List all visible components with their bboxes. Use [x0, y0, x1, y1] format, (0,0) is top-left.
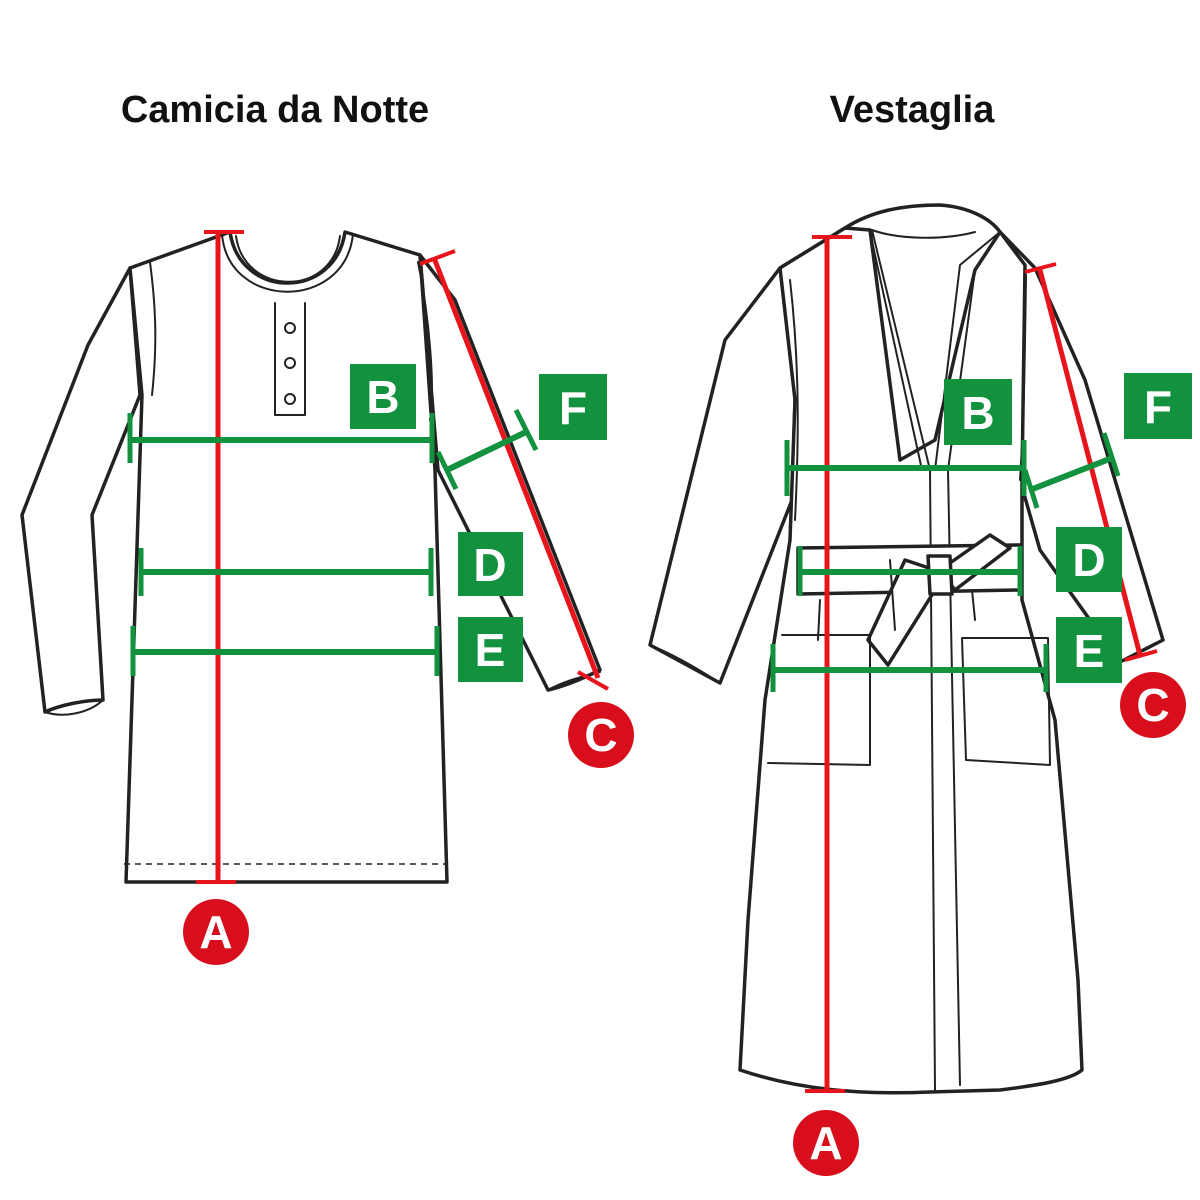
label-e-text: E: [475, 624, 506, 676]
label-a-text: A: [199, 906, 232, 958]
label-c-text: C: [1136, 679, 1169, 731]
nightgown-title: Camicia da Notte: [121, 89, 429, 131]
measure-c-line: [1037, 269, 1143, 656]
robe-seam-right: [1019, 274, 1027, 481]
label-d-text: D: [473, 539, 506, 591]
robe-lapel-edge: [869, 231, 923, 471]
nightgown-seam-right: [417, 261, 433, 421]
measure-f-cap-right: [1101, 432, 1121, 477]
robe-neck: [871, 229, 976, 239]
nightgown-seam-left: [149, 261, 157, 396]
robe-pocket-right: [961, 637, 1051, 766]
label-a-badge: A: [793, 1110, 859, 1176]
measure-c-cap-bottom: [1124, 649, 1158, 662]
button-icon: [284, 357, 296, 369]
nightgown-left-sleeve: [20, 266, 142, 714]
robe-lapel-right: [934, 231, 1001, 471]
robe-lapel-left: [844, 227, 936, 1091]
label-a-text: A: [809, 1117, 842, 1169]
measure-c-cap-top: [1024, 262, 1057, 274]
label-d-badge: D: [1056, 527, 1122, 592]
robe-collar: [843, 203, 1002, 462]
measure-f-line: [1028, 455, 1114, 493]
measure-f-cap-right: [513, 408, 539, 452]
label-c-badge: C: [1120, 672, 1186, 738]
robe-figure: Vestaglia: [648, 89, 1192, 1176]
measure-c-line: [431, 257, 601, 679]
label-e-badge: E: [458, 617, 523, 682]
nightgown-placket: [274, 302, 306, 416]
button-icon: [284, 393, 296, 405]
label-c-text: C: [584, 709, 617, 761]
label-b-text: B: [366, 371, 399, 423]
measure-f-line: [445, 429, 528, 473]
label-b-badge: B: [350, 364, 416, 429]
label-e-text: E: [1074, 625, 1105, 677]
nightgown-figure: Camicia da Notte: [20, 89, 634, 965]
nightgown-collar-inner: [235, 235, 341, 283]
robe-cuff-left: [649, 644, 721, 684]
label-b-text: B: [961, 387, 994, 439]
button-icon: [284, 322, 296, 334]
robe-seam-left: [789, 279, 799, 521]
measure-f-cap-left: [435, 450, 459, 491]
nightgown-cuff-left: [44, 699, 104, 716]
robe-title: Vestaglia: [830, 89, 996, 131]
label-f-text: F: [559, 382, 587, 434]
label-a-badge: A: [183, 899, 249, 965]
label-f-text: F: [1144, 381, 1172, 433]
label-c-badge: C: [568, 702, 634, 768]
measure-c-cap-top: [419, 249, 456, 266]
measure-f-cap-left: [1022, 469, 1040, 509]
label-f-badge: F: [1124, 373, 1192, 439]
label-f-badge: F: [539, 374, 607, 440]
label-d-badge: D: [458, 532, 523, 596]
nightgown-body: [124, 230, 449, 884]
label-e-badge: E: [1056, 617, 1122, 683]
label-d-text: D: [1072, 534, 1105, 586]
nightgown-collar: [221, 233, 354, 293]
measure-c-cap-bottom: [577, 670, 609, 691]
robe-cuff-right: [1119, 639, 1164, 663]
label-b-badge: B: [944, 379, 1012, 445]
